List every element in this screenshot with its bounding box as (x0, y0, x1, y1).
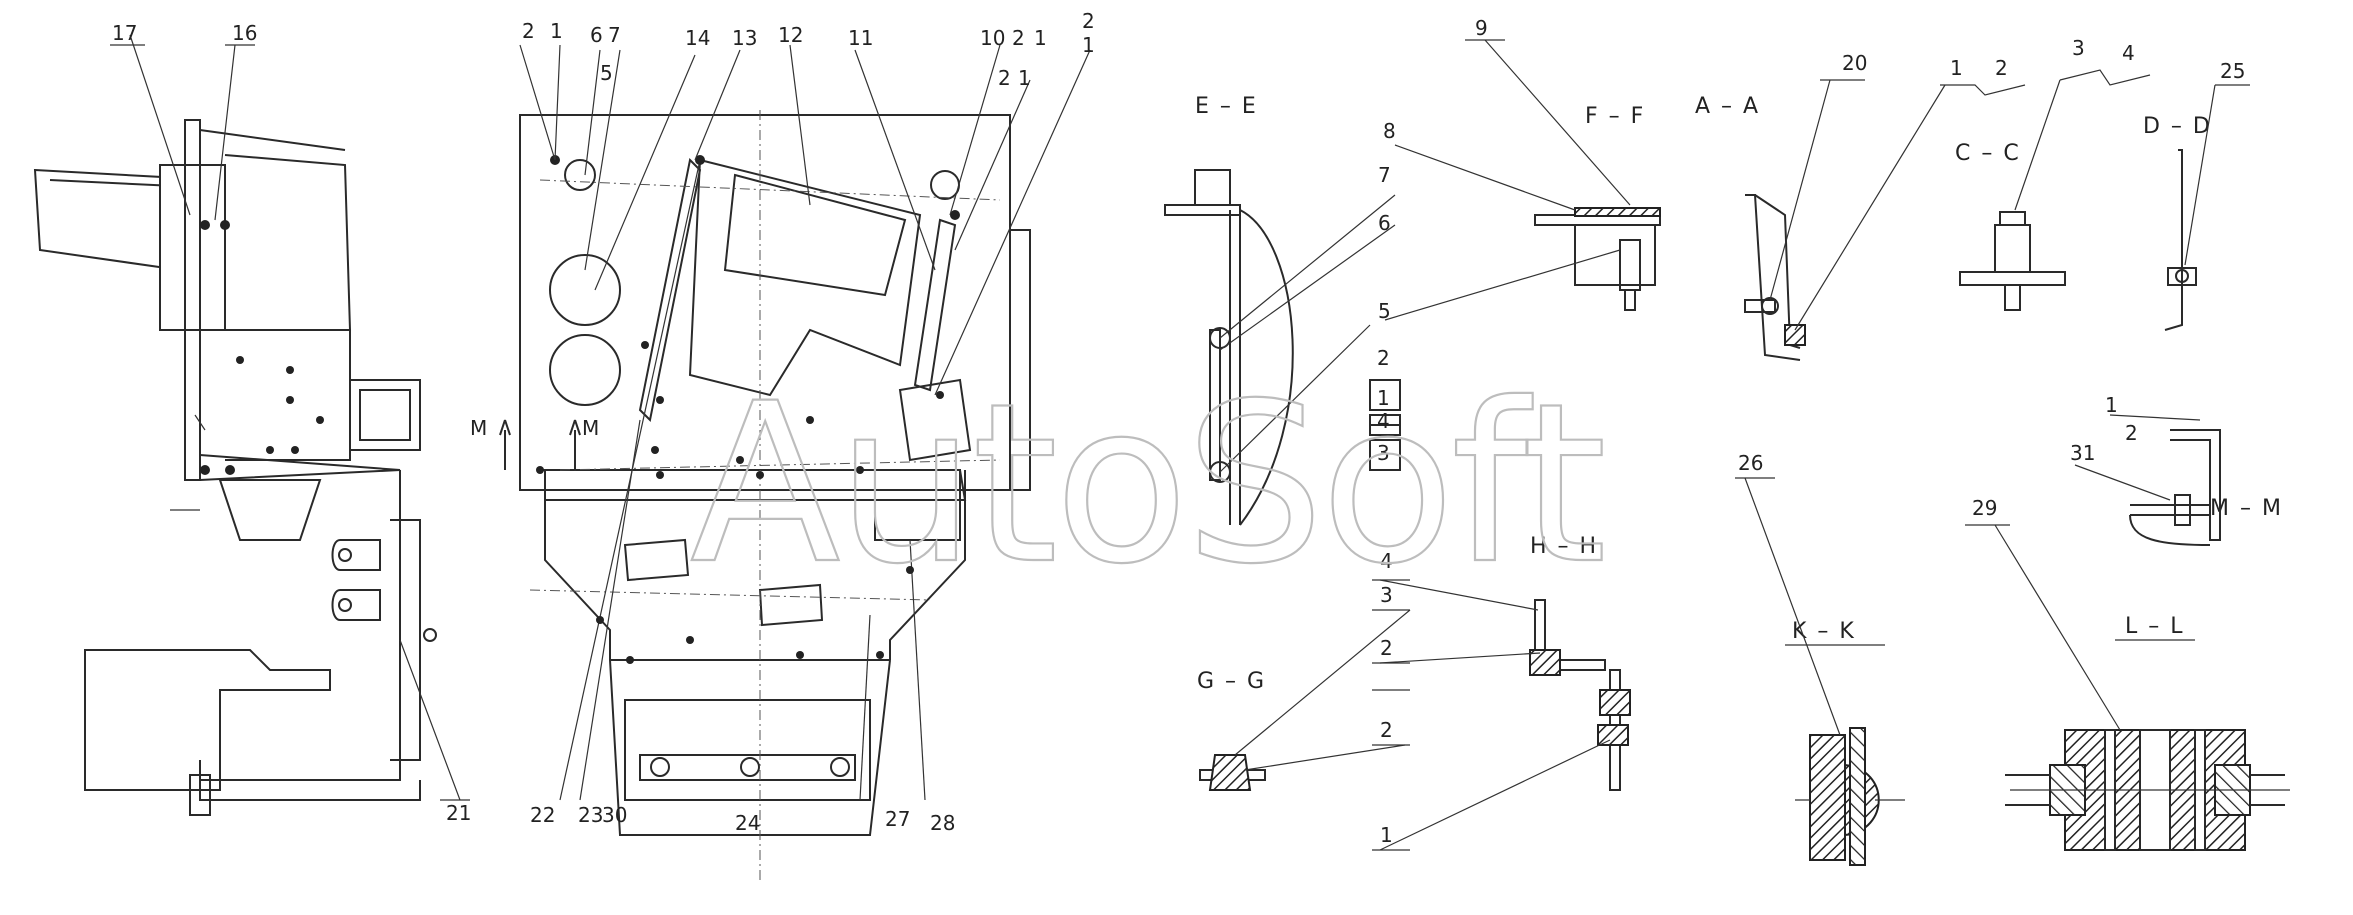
marker-m-left: M (470, 416, 487, 440)
label-g-g: G – G (1197, 669, 1266, 694)
marker-m-right: M (582, 416, 599, 440)
section-h-h: H – H 4 2 1 (1372, 534, 1631, 851)
stacked-parts-2-1-4-3: 2 1 4 3 (1369, 346, 1401, 471)
callout-ee-5: 5 (1378, 299, 1391, 323)
callout-main-28: 28 (930, 811, 955, 835)
callout-dd-25: 25 (2220, 59, 2245, 83)
label-a-a: A – A (1695, 94, 1760, 119)
callout-mm-31: 31 (2070, 441, 2095, 465)
callout-stack-1: 1 (1377, 386, 1390, 410)
callout-21: 21 (446, 801, 471, 825)
callout-main-24: 24 (735, 811, 760, 835)
callout-ee-7: 7 (1378, 163, 1391, 187)
section-d-d: D – D 25 (2143, 59, 2250, 331)
main-front-view: M M 2 1 6 7 5 14 13 12 11 10 2 1 2 1 2 1… (470, 9, 1095, 880)
callout-main-5: 5 (600, 61, 613, 85)
callout-hh-1: 1 (1380, 823, 1393, 847)
callout-stack-2: 2 (1377, 346, 1390, 370)
callout-ff-9: 9 (1475, 16, 1488, 40)
callout-aa-1: 1 (1950, 56, 1963, 80)
callout-main-27: 27 (885, 807, 910, 831)
label-c-c: C – C (1955, 141, 2021, 166)
callout-mm-2: 2 (2125, 421, 2138, 445)
callout-main-23: 23 (578, 803, 603, 827)
section-e-e: E – E 7 6 5 (1164, 94, 1396, 526)
callout-mm-1: 1 (2105, 393, 2118, 417)
callout-gg-3: 3 (1380, 583, 1393, 607)
callout-main-13: 13 (732, 26, 757, 50)
left-side-view: 17 16 21 (33, 21, 471, 825)
callout-stack-4: 4 (1377, 409, 1390, 433)
section-m-m: M – M 1 2 31 (2070, 393, 2283, 546)
callout-main-30: 30 (602, 803, 627, 827)
label-m-m: M – M (2210, 496, 2283, 521)
callout-16: 16 (232, 21, 257, 45)
callout-main-10: 10 (980, 26, 1005, 50)
section-k-k: K – K 26 (1735, 451, 1905, 866)
callout-main-2a: 2 (522, 19, 535, 43)
callout-main-14: 14 (685, 26, 710, 50)
label-f-f: F – F (1585, 104, 1645, 129)
label-h-h: H – H (1530, 534, 1598, 559)
callout-aa-20: 20 (1842, 51, 1867, 75)
autosoft-watermark: AutoSoft (690, 356, 1603, 612)
callout-hh-4: 4 (1380, 549, 1393, 573)
callout-main-2c: 2 (998, 66, 1011, 90)
callout-cc-3: 3 (2072, 36, 2085, 60)
section-a-a: A – A 20 1 2 (1695, 51, 2026, 361)
label-e-e: E – E (1195, 94, 1258, 119)
section-c-c: C – C 3 4 (1955, 36, 2151, 311)
label-l-l: L – L (2125, 614, 2185, 639)
callout-main-22: 22 (530, 803, 555, 827)
callout-main-6: 6 (590, 23, 603, 47)
callout-main-2b: 2 (1012, 26, 1025, 50)
section-g-g: G – G 3 2 (1197, 583, 1411, 791)
callout-main-1a: 1 (550, 19, 563, 43)
callout-hh-2: 2 (1380, 636, 1393, 660)
callout-17: 17 (112, 21, 137, 45)
section-l-l: L – L 29 (1965, 496, 2290, 851)
callout-ll-29: 29 (1972, 496, 1997, 520)
callout-main-1d: 1 (1082, 33, 1095, 57)
callout-main-11: 11 (848, 26, 873, 50)
callout-main-1c: 1 (1018, 66, 1031, 90)
callout-ff-8: 8 (1383, 119, 1396, 143)
callout-main-1b: 1 (1034, 26, 1047, 50)
label-d-d: D – D (2143, 114, 2212, 139)
callout-stack-3: 3 (1377, 441, 1390, 465)
callout-ee-6: 6 (1378, 211, 1391, 235)
callout-aa-2: 2 (1995, 56, 2008, 80)
section-f-f: F – F 9 8 (1383, 16, 1661, 321)
callout-main-12: 12 (778, 23, 803, 47)
callout-cc-4: 4 (2122, 41, 2135, 65)
callout-main-7: 7 (608, 23, 621, 47)
callout-gg-2: 2 (1380, 718, 1393, 742)
callout-main-2d: 2 (1082, 9, 1095, 33)
callout-kk-26: 26 (1738, 451, 1763, 475)
